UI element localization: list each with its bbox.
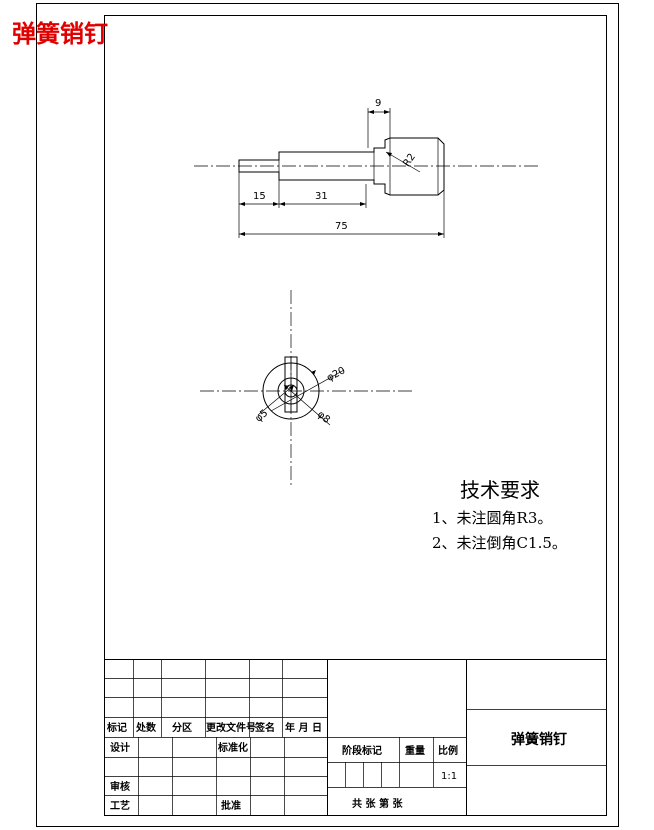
tb-label-stage-mark: 阶段标记 [342,744,382,757]
sheet-frame [104,15,607,816]
dim-9-arrow-right [384,110,390,114]
title-block: 标记 处数 分区 更改文件号 签名 年 月 日 设计 标准化 审核 工艺 批准 … [104,659,607,816]
tb-label-sheets: 共 张 第 张 [352,797,403,810]
dim-9-label: 9 [375,98,381,109]
dim-15-label: 15 [253,191,266,202]
tb-label-zone: 分区 [172,721,192,734]
dim-9-arrow-left [368,110,374,114]
requirement-item-2: 2、未注倒角C1.5。 [432,534,567,552]
side-view: 9 R2 15 31 75 [194,98,538,238]
dim-15-arrow-right [273,202,279,206]
tb-label-approve: 批准 [221,799,241,812]
dim-r2-arrow [386,152,392,157]
dim-phi20-label: φ20 [325,365,347,384]
dim-31-arrow-right [360,202,366,206]
dim-phi20-arrow [311,370,316,375]
dim-phi8-label: φ8 [315,409,332,426]
dim-phi20-leader [270,369,345,412]
tb-label-scale: 比例 [438,744,458,757]
tb-label-count: 处数 [135,721,157,734]
tb-label-review: 审核 [110,780,130,793]
tb-part-name: 弹簧销钉 [511,731,567,748]
tb-label-weight: 重量 [405,744,425,757]
dim-phi5-label: φ5 [253,408,270,425]
dim-phi8-arrow [284,385,289,390]
tb-label-mark: 标记 [106,721,127,734]
dim-phi8-leader [283,384,331,426]
dim-75-arrow-left [239,232,245,236]
dim-75-label: 75 [335,221,348,232]
tb-scale-value: 1:1 [441,771,457,782]
sheet-outer-border [36,3,619,827]
dim-15-arrow-left [239,202,245,206]
end-view: φ20 φ5 φ8 [200,290,414,488]
stamp-title: 弹簧销钉 [12,19,108,48]
tb-label-design: 设计 [110,741,130,754]
requirement-item-1: 1、未注圆角R3。 [432,509,552,527]
tb-label-date: 年 月 日 [285,721,322,734]
tb-label-standard: 标准化 [217,741,248,754]
dim-75-arrow-right [438,232,444,236]
tb-label-process: 工艺 [110,799,130,812]
pin-outline [238,137,445,196]
technical-requirements: 技术要求 1、未注圆角R3。 2、未注倒角C1.5。 [432,478,567,552]
dim-phi5-arrow [289,385,294,391]
dim-31-label: 31 [315,191,328,202]
tb-label-doc-no: 更改文件号 [206,721,256,734]
dim-phi5-leader [257,384,295,416]
requirements-title: 技术要求 [460,478,540,502]
dim-31-arrow-left [279,202,285,206]
tb-label-sign: 签名 [254,721,275,734]
dim-r2-leader [385,151,421,173]
